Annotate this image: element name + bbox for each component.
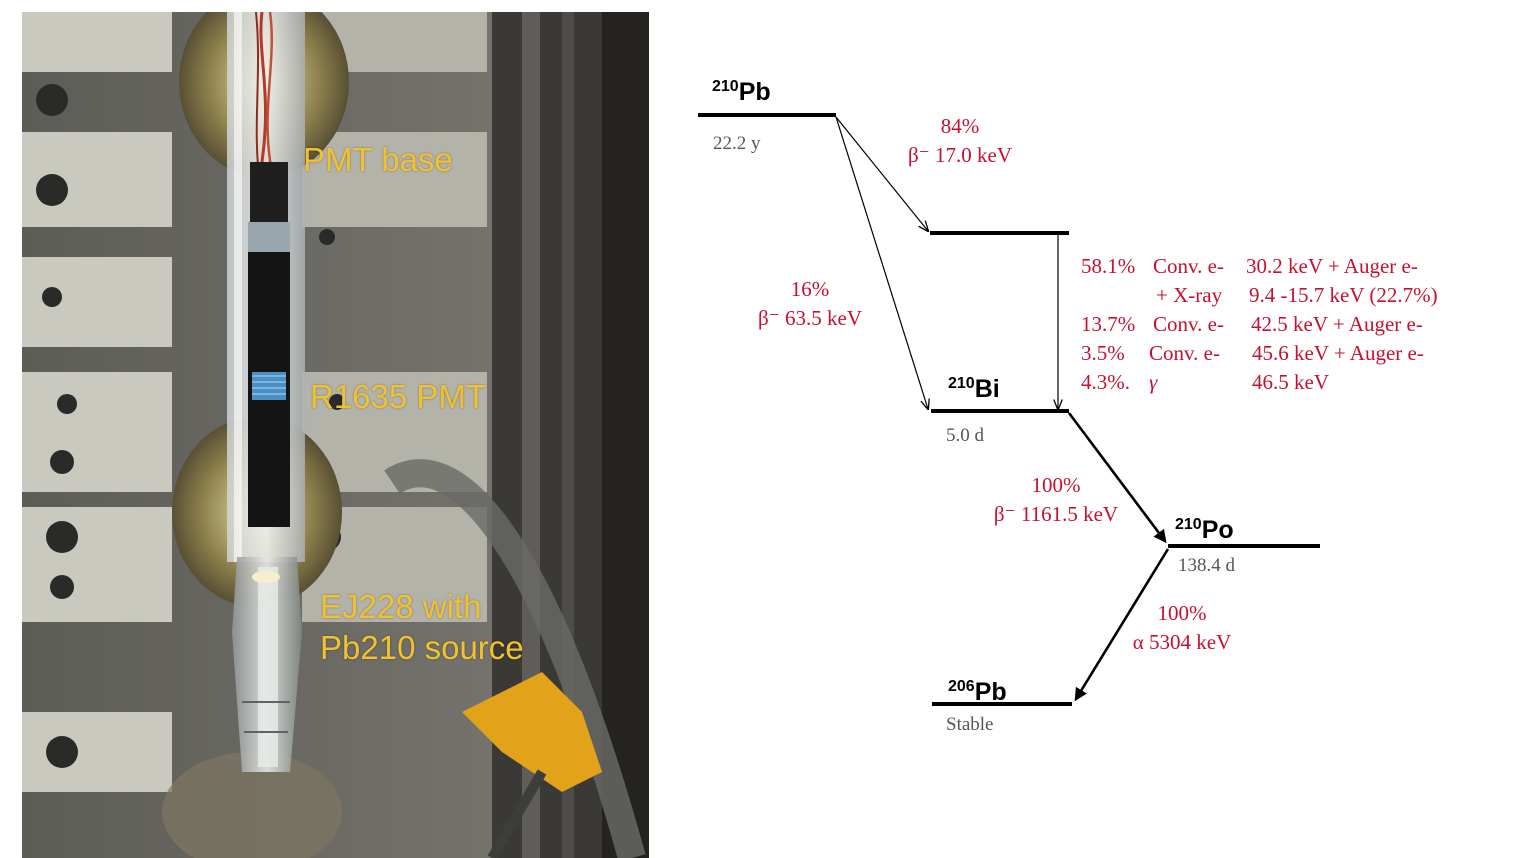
alpha-po-energy: α 5304 keV xyxy=(1132,630,1232,654)
yellow-clamp xyxy=(462,672,602,792)
deex-row-3-mode: Conv. e- xyxy=(1153,312,1224,336)
beta-84-branch: 84% xyxy=(940,114,980,138)
deex-row-3-pct: 13.7% xyxy=(1081,312,1136,336)
pmt-base xyxy=(250,162,288,232)
deex-row-4-pct: 3.5% xyxy=(1081,341,1125,365)
apparatus-photo-drawing xyxy=(22,12,649,858)
halflife-po210: 138.4 d xyxy=(1178,555,1235,576)
halflife-bi210: 5.0 d xyxy=(946,425,984,446)
beta-16-energy: β⁻ 63.5 keV xyxy=(757,306,862,330)
iso-pb206: 206Pb xyxy=(948,678,1007,706)
decay-scheme: 210Pb 210Bi 210Po 206Pb 22.2 y 5.0 d 138… xyxy=(660,0,1525,858)
deex-row-4-energy: 45.6 keV + Auger e- xyxy=(1252,341,1424,365)
deex-row-2-mode: + X-ray xyxy=(1156,283,1223,307)
deex-row-3-energy: 42.5 keV + Auger e- xyxy=(1251,312,1423,336)
mounting-rail xyxy=(22,12,172,792)
arrow-beta-16 xyxy=(835,116,928,409)
deex-row-5-energy: 46.5 keV xyxy=(1252,370,1329,394)
alpha-po-branch: 100% xyxy=(1157,601,1207,625)
deex-row-5-mode: γ xyxy=(1149,370,1158,394)
beta-bi-energy: β⁻ 1161.5 keV xyxy=(993,502,1119,526)
iso-pb210: 210Pb xyxy=(712,78,771,106)
apparatus-photo: PMT base R1635 PMT EJ228 with Pb210 sour… xyxy=(22,12,649,858)
deex-row-1-energy: 30.2 keV + Auger e- xyxy=(1246,254,1418,278)
arrow-beta-bi xyxy=(1067,412,1167,544)
iso-po210: 210Po xyxy=(1175,516,1234,544)
iso-bi210: 210Bi xyxy=(948,375,1000,403)
deex-row-1-mode: Conv. e- xyxy=(1153,254,1224,278)
label-source: EJ228 with Pb210 source xyxy=(320,588,524,666)
deex-row-4-mode: Conv. e- xyxy=(1149,341,1220,365)
arrow-alpha-po xyxy=(1074,548,1170,702)
deex-row-2-energy: 9.4 -15.7 keV (22.7%) xyxy=(1249,283,1438,307)
arrow-beta-84 xyxy=(835,116,928,231)
deex-row-1-pct: 58.1% xyxy=(1081,254,1136,278)
decay-scheme-lines xyxy=(698,113,1320,706)
label-pmt-base: PMT base xyxy=(303,141,453,178)
label-pmt: R1635 PMT xyxy=(310,378,487,415)
beta-bi-branch: 100% xyxy=(1031,473,1081,497)
halflife-pb210: 22.2 y xyxy=(713,133,761,154)
beta-16-branch: 16% xyxy=(790,277,830,301)
deex-row-5-pct: 4.3%. xyxy=(1081,370,1130,394)
beta-84-energy: β⁻ 17.0 keV xyxy=(907,143,1012,167)
halflife-pb206: Stable xyxy=(946,714,994,735)
